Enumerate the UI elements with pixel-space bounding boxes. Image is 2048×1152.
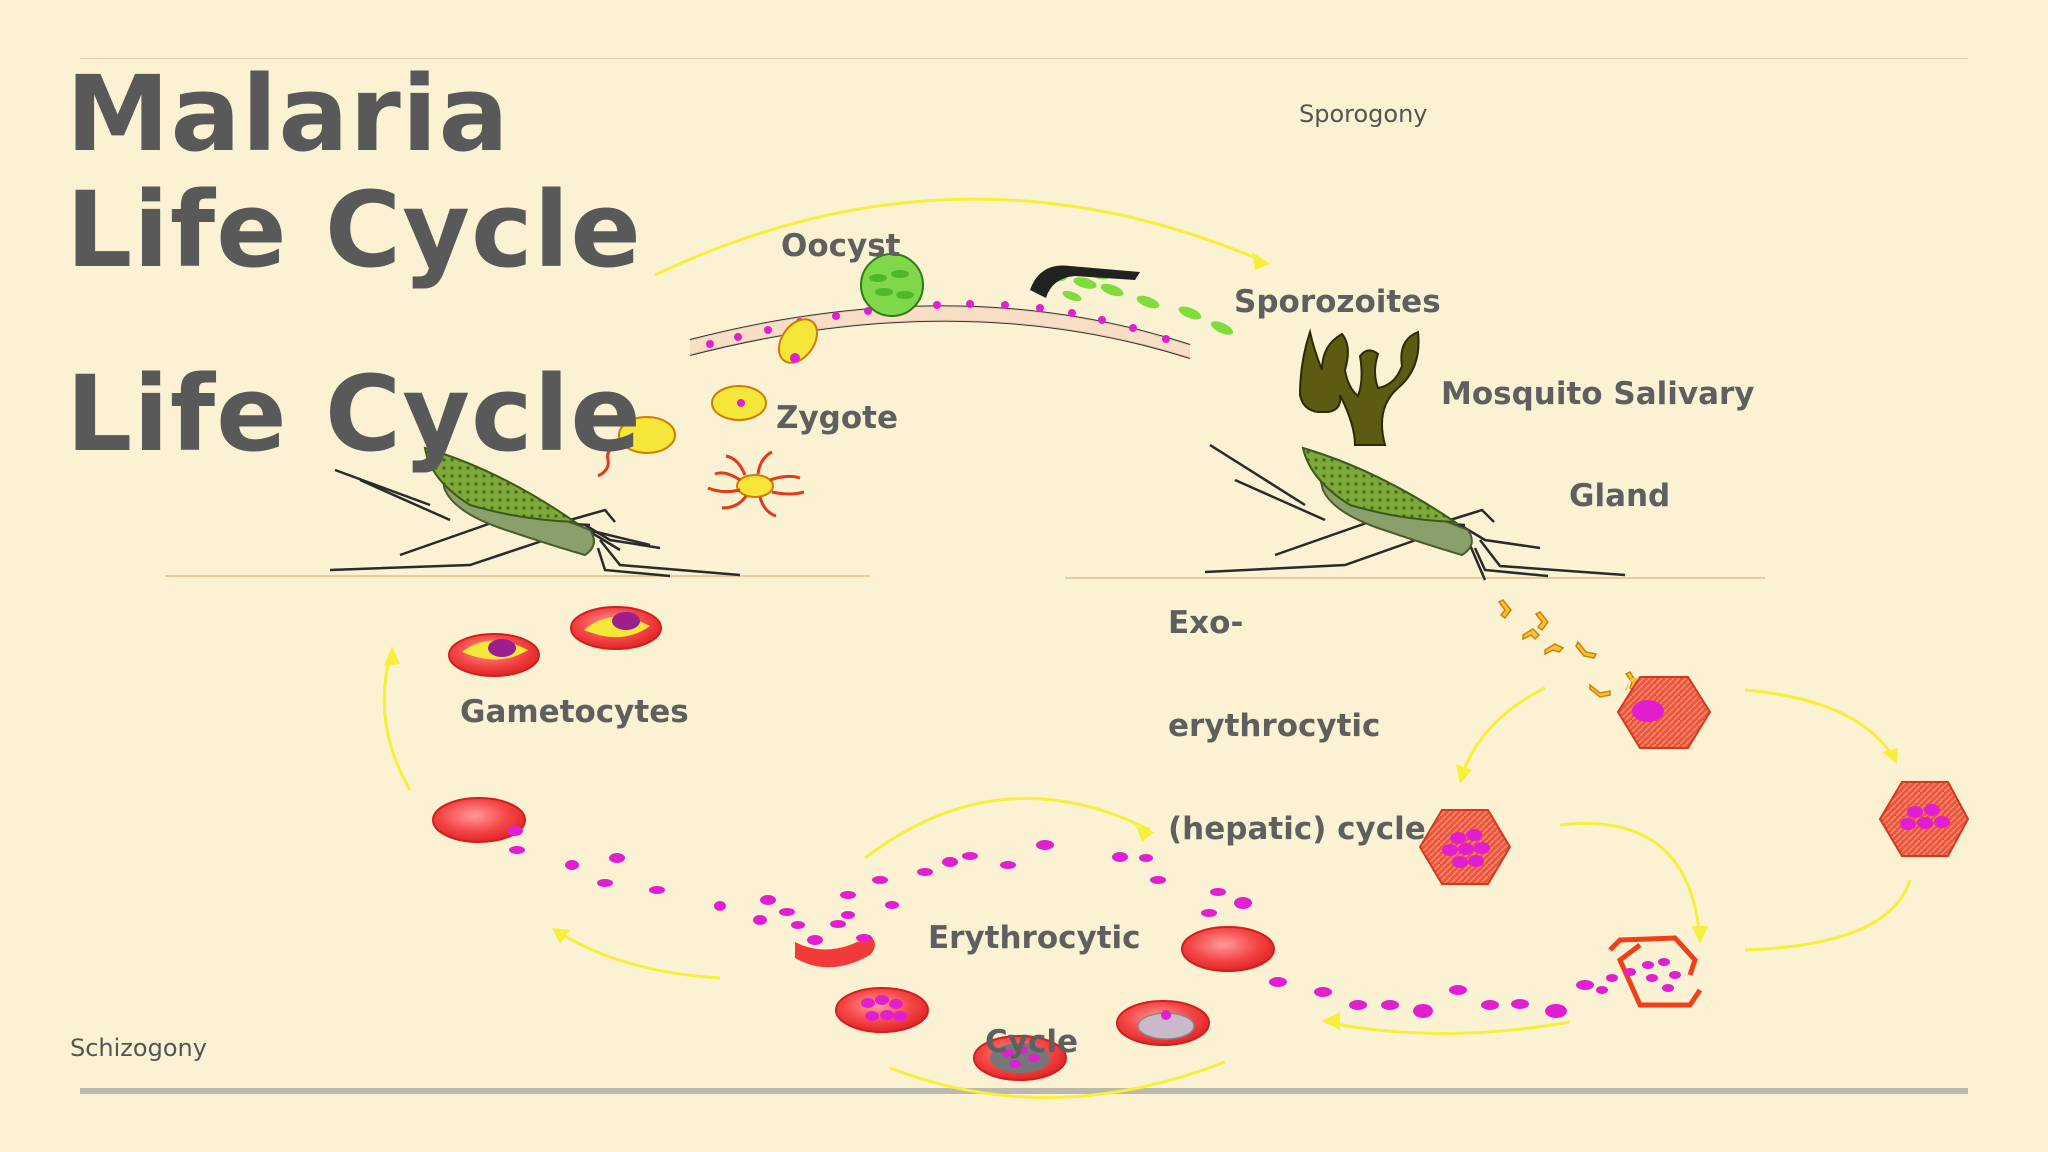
erythrocytic-line-label: erythrocytic xyxy=(1168,708,1381,744)
male-gamete xyxy=(597,416,676,478)
oocyst-label: Oocyst xyxy=(781,228,901,264)
salivary-gland xyxy=(1298,328,1420,446)
gametocyte-rbc-1 xyxy=(448,633,540,677)
midgut-epithelium xyxy=(690,300,1190,358)
liver-left-arrow xyxy=(1458,686,1546,781)
zygote xyxy=(711,385,767,421)
hepatocyte-rupturing xyxy=(1596,935,1703,1008)
mosquito-right-wing xyxy=(1301,446,1459,524)
left-return-arrow xyxy=(554,928,721,980)
slide-subtitle: Life Cycle xyxy=(66,353,642,475)
erythrocytic-bottom-arrow xyxy=(889,1060,1226,1100)
merozoite-release-arrow xyxy=(1324,1020,1571,1035)
ookinete xyxy=(777,318,819,364)
mosquito-left-wing xyxy=(423,446,579,524)
zygote-label: Zygote xyxy=(776,400,899,436)
rbc-mature-schizont xyxy=(973,1035,1067,1081)
hepatocyte-schizont-right xyxy=(1878,781,1970,857)
hepatic-cycle-label: (hepatic) cycle xyxy=(1168,811,1426,847)
cycle-label: Cycle xyxy=(985,1024,1078,1060)
slide-title: Malaria Life Cycle xyxy=(66,53,642,291)
gametocyte-rbc-2 xyxy=(570,606,662,650)
liver-mid-arrow xyxy=(1559,822,1702,941)
hepatocyte-schizont-left xyxy=(1418,809,1512,885)
rbc-ruptured xyxy=(795,935,875,968)
exflagellation xyxy=(707,450,805,518)
top-divider xyxy=(80,58,1968,59)
rbc-uninfected-right xyxy=(1181,926,1275,972)
rbc-schizont xyxy=(835,987,929,1033)
exo-label: Exo- xyxy=(1168,605,1244,641)
sporozoites-label: Sporozoites xyxy=(1234,284,1441,320)
injected-sporozoites xyxy=(1497,599,1637,698)
liver-far-arrow xyxy=(1744,879,1912,952)
sporogony-label: Sporogony xyxy=(1299,100,1428,128)
salivary-label: Mosquito Salivary xyxy=(1441,376,1755,412)
gametocytes-label: Gametocytes xyxy=(460,694,689,730)
rbc-trophozoite xyxy=(1116,1000,1210,1046)
erythrocytic-top-arrow xyxy=(864,796,1151,860)
hepatocyte-infected xyxy=(1616,676,1712,749)
gametocyte-arrow xyxy=(382,649,412,791)
erythrocytic-label: Erythrocytic xyxy=(928,920,1141,956)
merozoites xyxy=(507,826,1594,1018)
oocyst xyxy=(860,253,924,317)
liver-right-arrow xyxy=(1744,688,1897,761)
schizogony-label: Schizogony xyxy=(70,1034,207,1062)
oocyst-rupture xyxy=(1030,265,1140,298)
rbc-uninfected-left xyxy=(432,797,526,843)
gland-label: Gland xyxy=(1569,478,1671,514)
bottom-divider xyxy=(80,1088,1968,1094)
sporogony-arrow xyxy=(654,197,1266,277)
